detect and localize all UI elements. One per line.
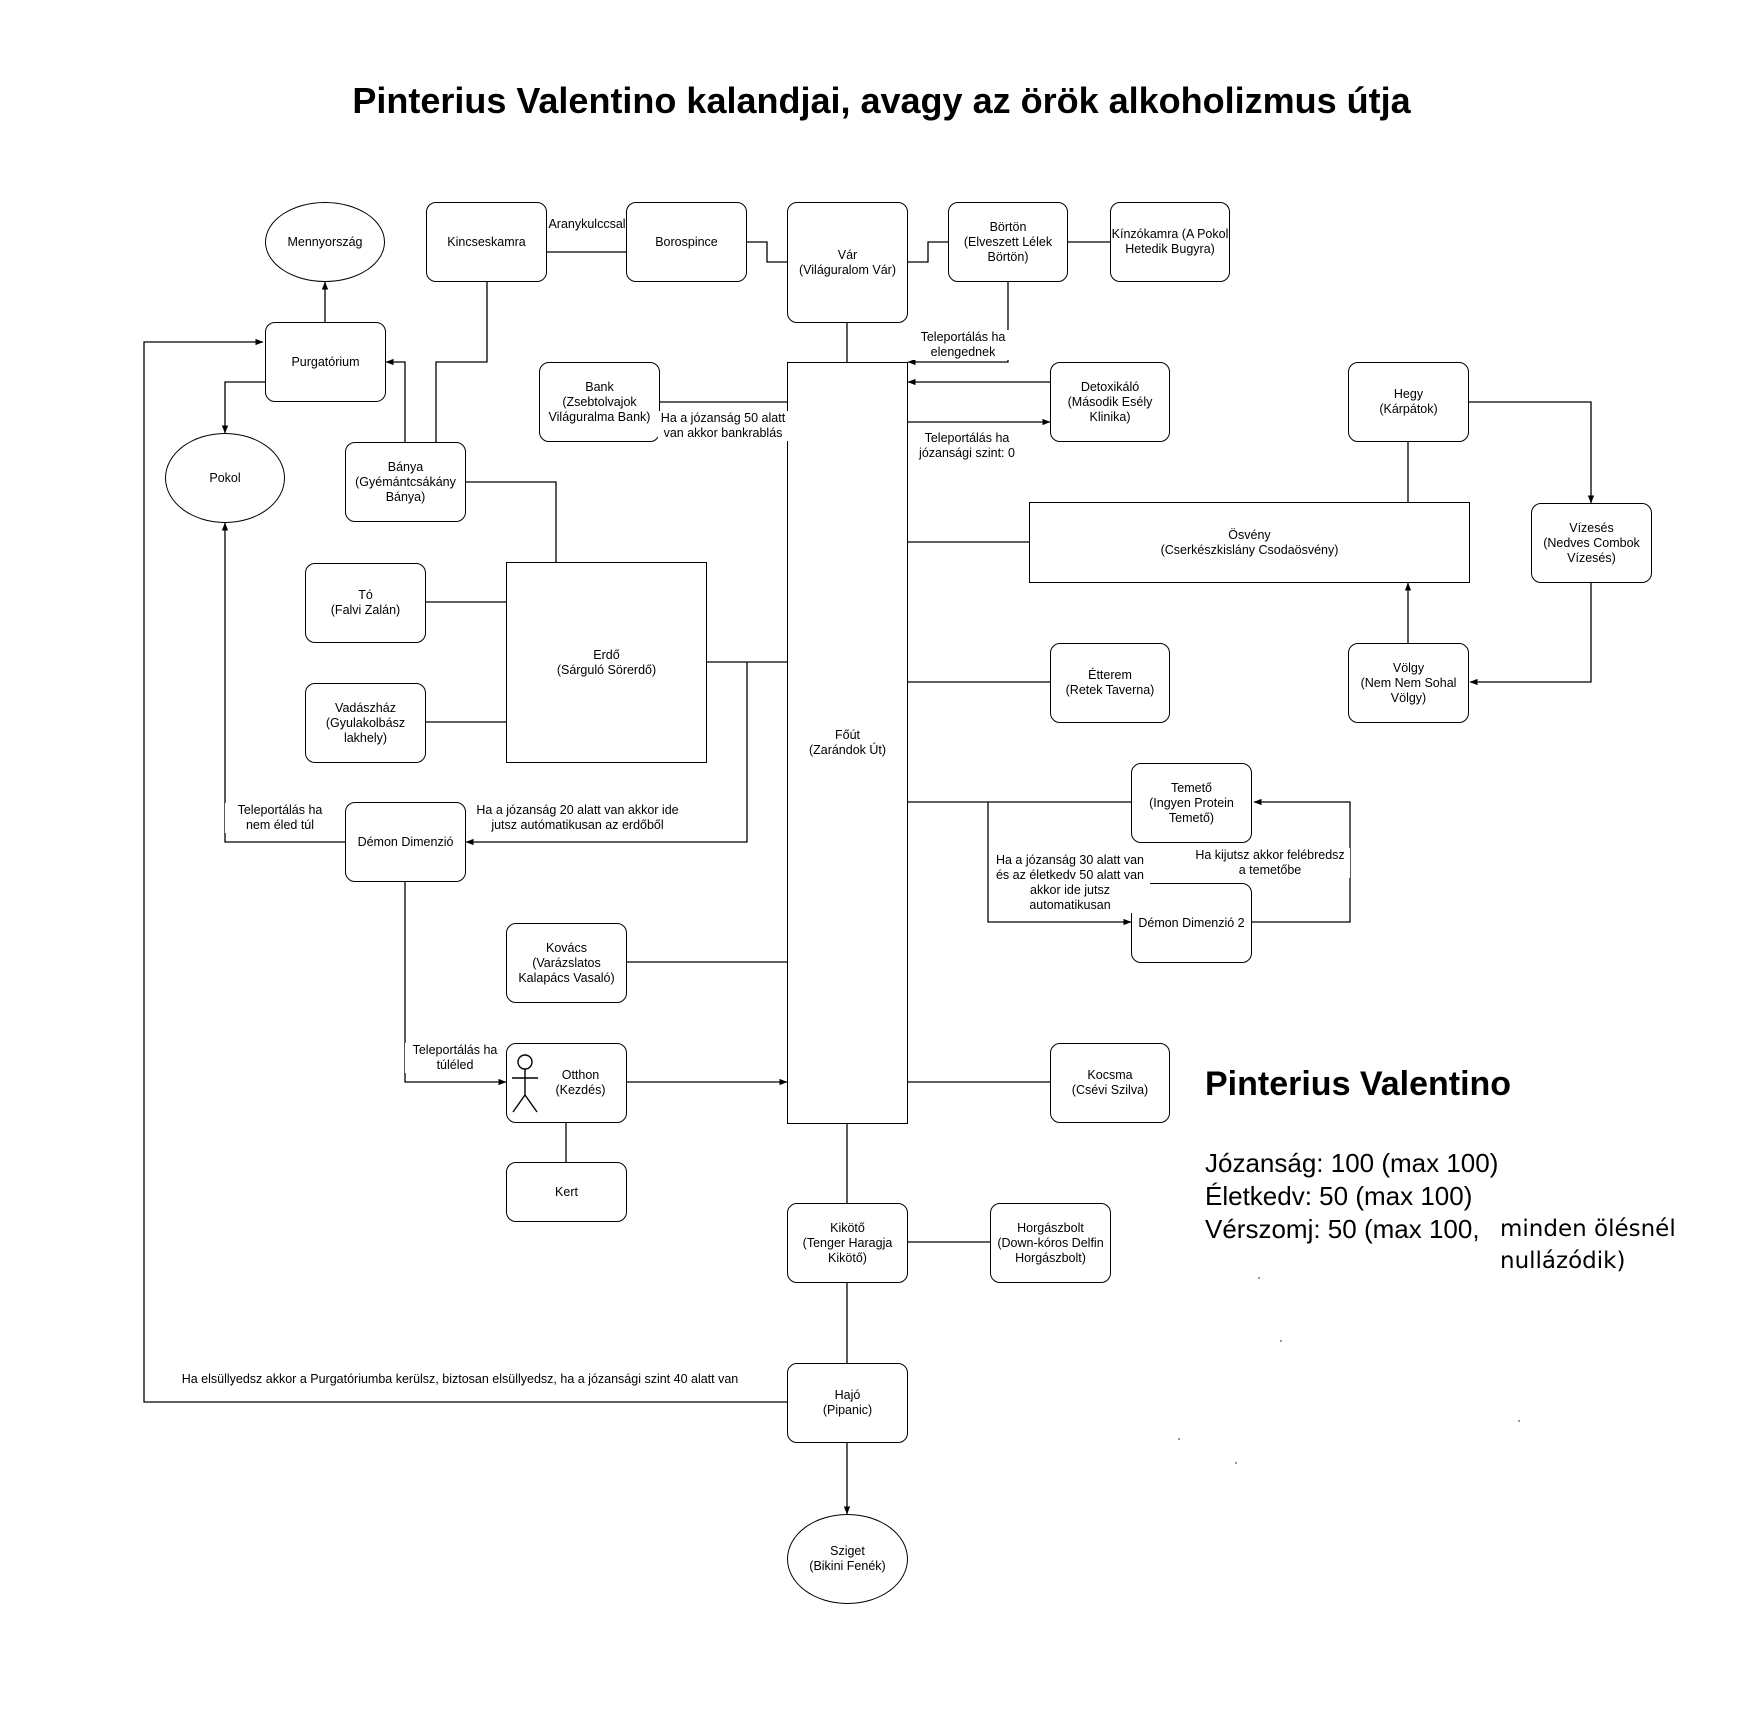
node-volgy: Völgy (Nem Nem Sohal Völgy) [1348, 643, 1469, 723]
stray-dot [1235, 1462, 1237, 1464]
edge-label-aranykulccsal: Aranykulccsal [548, 217, 626, 232]
node-horgaszbolt: Horgászbolt (Down-kóros Delfin Horgászbo… [990, 1203, 1111, 1283]
stray-dot [1398, 1235, 1400, 1237]
stat-eletkedv: Életkedv: 50 (max 100) [1205, 1181, 1473, 1211]
node-hajo: Hajó (Pipanic) [787, 1363, 908, 1443]
edge-erdo-demon1 [465, 662, 748, 846]
edge-demon1-otthon [404, 882, 507, 1086]
node-etterem: Étterem (Retek Taverna) [1050, 643, 1170, 723]
edge-label-jozansag20: Ha a józanság 20 alatt van akkor ide jut… [470, 803, 685, 833]
node-kert: Kert [506, 1162, 627, 1222]
edge-borospince-var [747, 241, 787, 263]
character-name: Pinterius Valentino [1205, 1065, 1512, 1103]
node-demon2: Démon Dimenzió 2 [1131, 883, 1252, 963]
edge-banya-purgatorium [385, 358, 406, 442]
node-kincseskamra: Kincseskamra [426, 202, 547, 282]
edge-demon2-temeto [1252, 798, 1351, 923]
edge-hegy-vizeses [1469, 401, 1595, 504]
edge-label-jozansag30: Ha a józanság 30 alatt van és az életked… [990, 853, 1150, 913]
node-banya: Bánya (Gyémántcsákány Bánya) [345, 442, 466, 522]
stat-verszomj-note-1: minden ölésnél [1500, 1216, 1676, 1242]
node-fout: Főút (Zarándok Út) [787, 362, 908, 1124]
person-icon [512, 1054, 538, 1113]
stray-dot [1280, 1340, 1282, 1342]
node-sziget: Sziget (Bikini Fenék) [787, 1514, 908, 1604]
edge-var-borton [908, 241, 948, 263]
edge-vizeses-volgy [1469, 583, 1592, 686]
stray-dot [1518, 1420, 1520, 1422]
edge-purgatorium-pokol [221, 381, 265, 434]
node-purgatorium: Purgatórium [265, 322, 386, 402]
node-var: Vár (Világuralom Vár) [787, 202, 908, 323]
node-kovacs: Kovács (Varázslatos Kalapács Vasaló) [506, 923, 627, 1003]
edge-label-teleport-nem-eled: Teleportálás ha nem éled túl [225, 803, 335, 833]
node-mennyorszag: Mennyország [265, 202, 385, 282]
edge-borton-fout [907, 282, 1009, 366]
node-detoxikalo: Detoxikáló (Második Esély Klinika) [1050, 362, 1170, 442]
node-to: Tó (Falvi Zalán) [305, 563, 426, 643]
edge-label-teleport-tuleled: Teleportálás ha túléled [405, 1043, 505, 1073]
node-pokol: Pokol [165, 433, 285, 523]
node-otthon-label: Otthon (Kezdés) [555, 1068, 606, 1097]
node-kikoto: Kikötő (Tenger Haragja Kikötő) [787, 1203, 908, 1283]
node-osveny: Ösvény (Cserkészkislány Csodaösvény) [1029, 502, 1470, 583]
edge-fout-demon2 [987, 802, 1132, 926]
edge-banya-erdo [466, 481, 557, 562]
node-vadaszhaz: Vadászház (Gyulakolbász lakhely) [305, 683, 426, 763]
edge-banya-kincseskamra [435, 282, 488, 442]
edge-label-elsullyedsz: Ha elsüllyedsz akkor a Purgatóriumba ker… [180, 1372, 740, 1387]
stray-dot [1258, 1277, 1260, 1279]
edge-demon1-pokol [221, 522, 345, 843]
edge-label-teleport-elengednek: Teleportálás ha elengednek [908, 330, 1018, 360]
node-kinzokamra: Kínzókamra (A Pokol Hetedik Bugyra) [1110, 202, 1230, 282]
stat-jozansag: Józanság: 100 (max 100) [1205, 1148, 1499, 1178]
edge-label-kijutsz: Ha kijutsz akkor felébredsz a temetőbe [1190, 848, 1350, 878]
node-borospince: Borospince [626, 202, 747, 282]
node-bank: Bank (Zsebtolvajok Világuralma Bank) [539, 362, 660, 442]
stat-verszomj-note-2: nullázódik) [1500, 1248, 1626, 1274]
node-temeto: Temető (Ingyen Protein Temető) [1131, 763, 1252, 843]
edge-hajo-purgatorium [143, 338, 787, 1403]
node-erdo: Erdő (Sárguló Sörerdő) [506, 562, 707, 763]
edge-label-teleport-jozansag0: Teleportálás ha józansági szint: 0 [912, 431, 1022, 461]
node-kocsma: Kocsma (Csévi Szilva) [1050, 1043, 1170, 1123]
stray-dot [1178, 1438, 1180, 1440]
edge-label-bankrablas: Ha a józanság 50 alatt van akkor bankrab… [658, 411, 788, 441]
node-vizeses: Vízesés (Nedves Combok Vízesés) [1531, 503, 1652, 583]
diagram-title: Pinterius Valentino kalandjai, avagy az … [352, 80, 1411, 121]
node-otthon: Otthon (Kezdés) [506, 1043, 627, 1123]
node-borton: Börtön (Elveszett Lélek Börtön) [948, 202, 1068, 282]
stat-verszomj: Vérszomj: 50 (max 100, [1205, 1214, 1480, 1244]
node-hegy: Hegy (Kárpátok) [1348, 362, 1469, 442]
node-demon1: Démon Dimenzió [345, 802, 466, 882]
